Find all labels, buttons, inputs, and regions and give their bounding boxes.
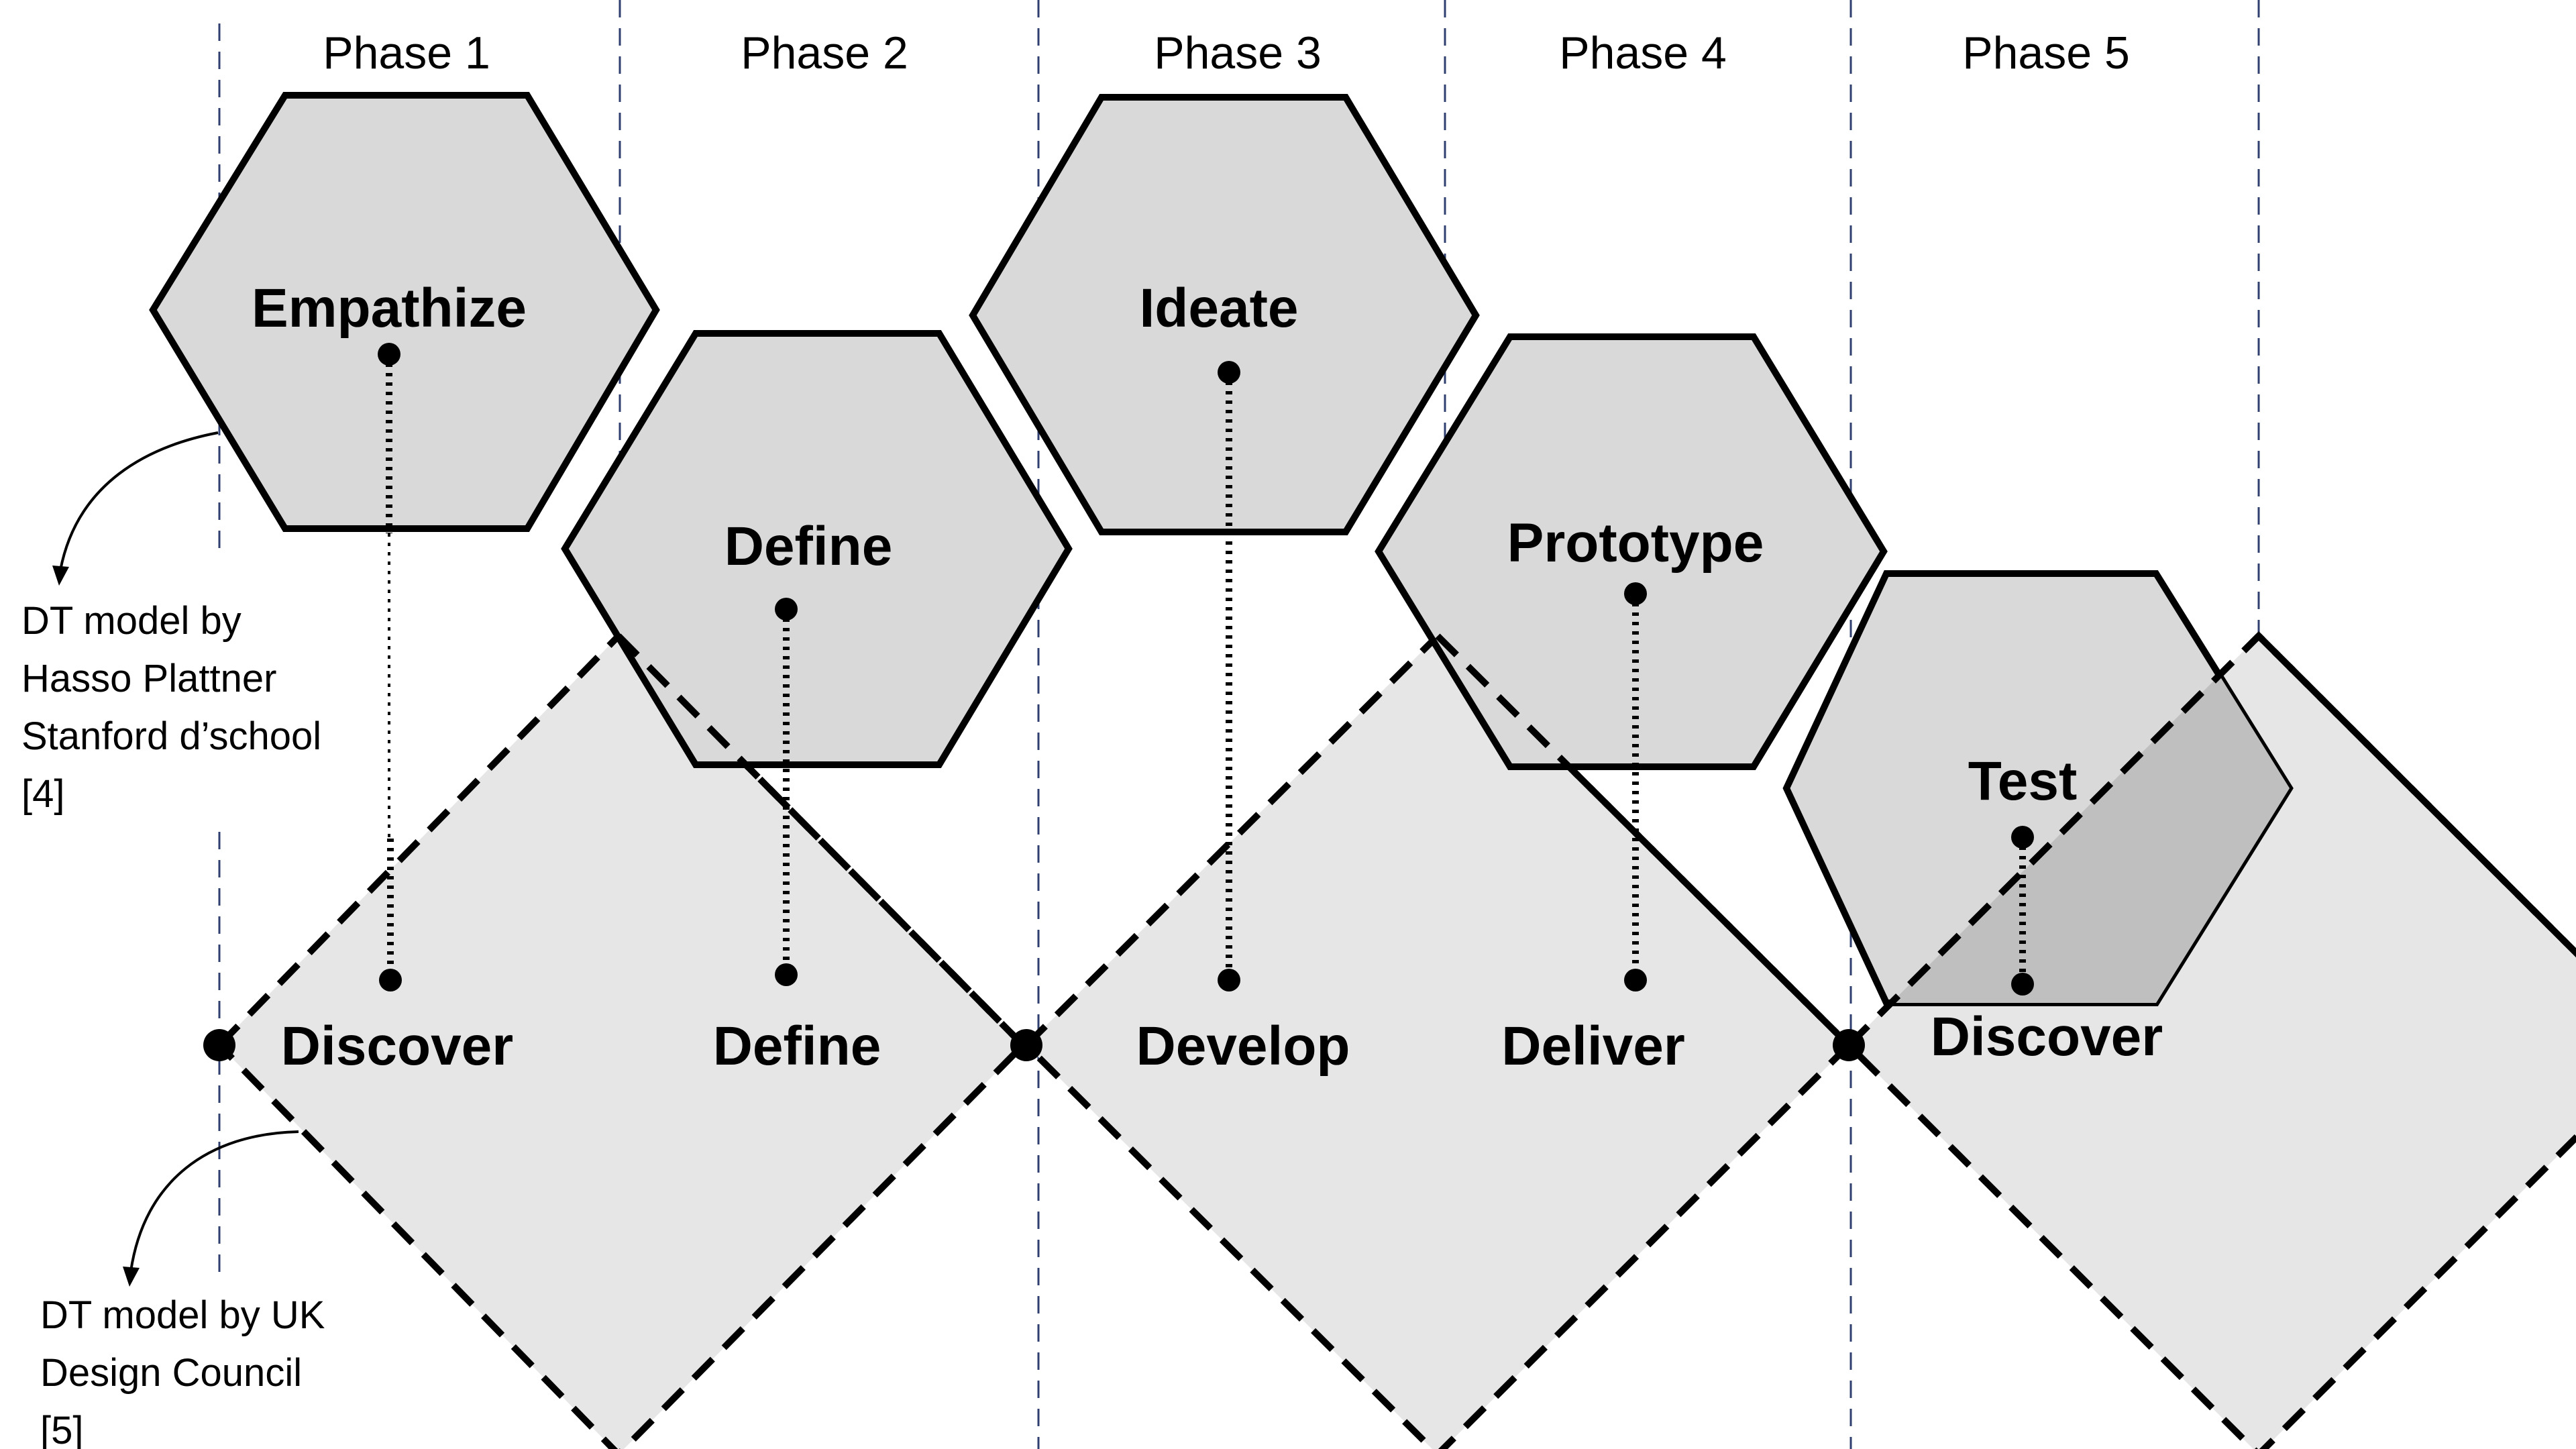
uk-note: DT model by UK Design Council [5] xyxy=(40,1293,325,1449)
connector-dots xyxy=(378,343,2034,996)
hexagon-label-ideate: Ideate xyxy=(1140,278,1299,339)
overlap-region xyxy=(1849,636,2290,1003)
connector-dot xyxy=(1624,969,1647,991)
connector-dot xyxy=(775,963,798,986)
connector-dot xyxy=(775,598,798,621)
diamond-label-develop: Develop xyxy=(1136,1016,1350,1077)
connector-dot xyxy=(1218,969,1240,991)
diamond-label-discover: Discover xyxy=(281,1016,513,1077)
stanford-note-line-4: [4] xyxy=(21,772,65,816)
stanford-arrowhead-icon xyxy=(52,566,69,586)
hexagon-define xyxy=(561,330,1073,768)
diamond-1 xyxy=(215,631,1028,1449)
diamond-outline-overlay xyxy=(616,633,2576,1048)
hexagon-label-empathize: Empathize xyxy=(252,278,527,339)
double-diamond-model xyxy=(203,631,2576,1449)
uk-annotation-arrow xyxy=(129,1130,299,1272)
diamond-1-edge-overlay xyxy=(616,633,1026,1048)
connector-dot xyxy=(379,969,402,991)
diamond-label-deliver: Deliver xyxy=(1501,1016,1685,1077)
hexagon-ideate xyxy=(969,94,1480,535)
phase-label-4: Phase 4 xyxy=(1559,28,1727,78)
uk-note-line-3: [5] xyxy=(40,1409,84,1449)
hexagon-label-define: Define xyxy=(724,516,893,577)
phase-label-1: Phase 1 xyxy=(323,28,490,78)
phase-label-5: Phase 5 xyxy=(1962,28,2130,78)
diamond-3-edge-overlay xyxy=(1846,633,2261,1048)
uk-note-line-2: Design Council xyxy=(40,1351,302,1395)
diamond-label-define: Define xyxy=(713,1016,881,1077)
diamond-3-edge-overlay-right xyxy=(2256,633,2576,958)
stanford-annotation-arrow xyxy=(59,431,219,571)
diamond-2-edge-overlay xyxy=(1435,633,1851,1048)
hexagon-label-test: Test xyxy=(1968,751,2078,812)
connectors xyxy=(386,354,2026,984)
stanford-hexagon-model xyxy=(149,92,2576,1048)
diamond-junction-dot-1 xyxy=(203,1029,235,1061)
uk-note-line-1: DT model by UK xyxy=(40,1293,325,1337)
stanford-note-line-1: DT model by xyxy=(21,599,241,643)
diamond-label-discover-2: Discover xyxy=(1931,1006,2163,1067)
phase-label-3: Phase 3 xyxy=(1154,28,1322,78)
connector-dot xyxy=(378,343,400,366)
diamond-3 xyxy=(1843,631,2576,1449)
hexagon-empathize xyxy=(149,92,660,532)
hexagon-prototype xyxy=(1375,333,1888,770)
annotation-arrowheads xyxy=(52,566,140,1287)
stanford-note-line-2: Hasso Plattner xyxy=(21,657,276,700)
annotation-arrows xyxy=(59,431,299,1272)
connector-dot xyxy=(2011,973,2034,996)
connector-dot xyxy=(1624,582,1647,605)
stanford-note: DT model by Hasso Plattner Stanford d’sc… xyxy=(21,599,321,816)
hexagon-label-prototype: Prototype xyxy=(1507,513,1764,574)
uk-arrowhead-icon xyxy=(123,1267,140,1287)
connector-dot xyxy=(2011,826,2034,849)
stanford-note-line-3: Stanford d’school xyxy=(21,714,321,758)
connector-dot xyxy=(1218,361,1240,384)
phase-label-2: Phase 2 xyxy=(741,28,908,78)
